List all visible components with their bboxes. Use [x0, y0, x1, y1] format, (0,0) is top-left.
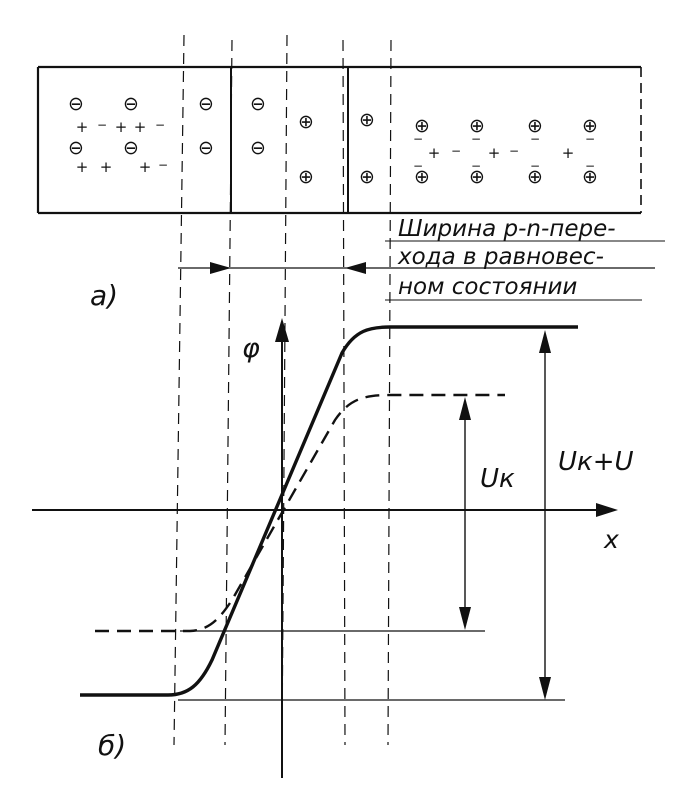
potential-axes — [32, 318, 618, 778]
reference-levels — [178, 630, 565, 701]
electron-sign: − — [530, 159, 540, 173]
n-region-free-carriers: − + − − + − − + − − − − − — [413, 132, 595, 173]
electron-sign: − — [413, 159, 423, 173]
panel-b-label: б) — [98, 729, 126, 762]
phi-axis-arrow-icon — [275, 318, 289, 342]
negative-ion-icon: ⊖ — [250, 93, 266, 115]
negative-ion-icon: ⊖ — [123, 137, 139, 159]
negative-ion-icon: ⊖ — [198, 93, 214, 115]
p-region-free-carriers: + − + + − + + + − — [76, 118, 168, 176]
electron-sign: − — [585, 159, 595, 173]
arrow-right-icon — [210, 262, 231, 274]
phi-axis-label: φ — [242, 333, 260, 364]
hole-sign: + — [76, 158, 89, 176]
x-axis-arrow-icon — [596, 503, 618, 517]
biased-potential-curve — [80, 325, 578, 697]
width-label-line1: Ширина p-n-пере- — [398, 216, 616, 242]
hole-sign: + — [115, 118, 128, 136]
uk-dimension — [459, 397, 471, 630]
electron-sign: − — [471, 132, 481, 146]
electron-sign: − — [155, 118, 165, 132]
uk-plus-u-label: Uк+U — [558, 447, 634, 477]
equilibrium-potential-curve — [95, 393, 505, 633]
negative-ion-icon: ⊖ — [68, 137, 84, 159]
negative-ion-icon: ⊖ — [68, 93, 84, 115]
positive-ion-icon: ⊕ — [469, 115, 485, 137]
electron-sign: − — [585, 132, 595, 146]
positive-ion-icon: ⊕ — [414, 166, 430, 188]
positive-ion-icon: ⊕ — [298, 166, 314, 188]
uk-label: Uк — [480, 464, 515, 494]
positive-ion-icon: ⊕ — [527, 115, 543, 137]
guide-line-3 — [281, 34, 288, 746]
electron-sign: − — [413, 132, 423, 146]
hole-sign: + — [428, 144, 441, 162]
uk-plus-u-arrow-up-icon — [539, 330, 551, 353]
hole-sign: + — [76, 118, 89, 136]
negative-ion-icon: ⊖ — [250, 137, 266, 159]
guide-line-1 — [173, 34, 185, 746]
electron-sign: − — [471, 159, 481, 173]
positive-ion-icon: ⊕ — [298, 111, 314, 133]
guide-line-2 — [224, 39, 233, 746]
electron-sign: − — [97, 118, 107, 132]
positive-ion-icon: ⊕ — [414, 115, 430, 137]
hole-sign: + — [100, 158, 113, 176]
junction-width-dimension — [178, 240, 665, 301]
positive-ion-icon: ⊕ — [359, 109, 375, 131]
guide-lines — [173, 34, 392, 746]
arrow-left-icon — [345, 262, 366, 274]
hole-sign: + — [488, 144, 501, 162]
uk-plus-u-arrow-down-icon — [539, 677, 551, 700]
panel-a-label: а) — [90, 279, 118, 312]
p-region-negative-ions: ⊖ ⊖ ⊖ ⊖ ⊖ ⊖ ⊖ ⊖ — [68, 93, 266, 159]
hole-sign: + — [562, 144, 575, 162]
width-label-line2: хода в равновес- — [397, 244, 604, 270]
positive-ion-icon: ⊕ — [527, 166, 543, 188]
positive-ion-icon: ⊕ — [359, 166, 375, 188]
electron-sign: − — [158, 158, 168, 172]
hole-sign: + — [134, 118, 147, 136]
n-region-positive-ions: ⊕ ⊕ ⊕ ⊕ ⊕ ⊕ ⊕ ⊕ ⊕ ⊕ ⊕ ⊕ — [298, 109, 598, 188]
uk-arrow-up-icon — [459, 397, 471, 420]
uk-arrow-down-icon — [459, 607, 471, 630]
positive-ion-icon: ⊕ — [582, 115, 598, 137]
electron-sign: − — [530, 132, 540, 146]
positive-ion-icon: ⊕ — [469, 166, 485, 188]
negative-ion-icon: ⊖ — [123, 93, 139, 115]
negative-ion-icon: ⊖ — [198, 137, 214, 159]
guide-line-4 — [342, 39, 346, 746]
uk-plus-u-dimension — [539, 330, 551, 700]
electron-sign: − — [451, 144, 461, 158]
positive-ion-icon: ⊕ — [582, 166, 598, 188]
x-axis-label: x — [603, 525, 619, 554]
guide-line-5 — [387, 39, 392, 746]
electron-sign: − — [509, 144, 519, 158]
hole-sign: + — [139, 158, 152, 176]
width-label-line3: ном состоянии — [398, 274, 577, 300]
